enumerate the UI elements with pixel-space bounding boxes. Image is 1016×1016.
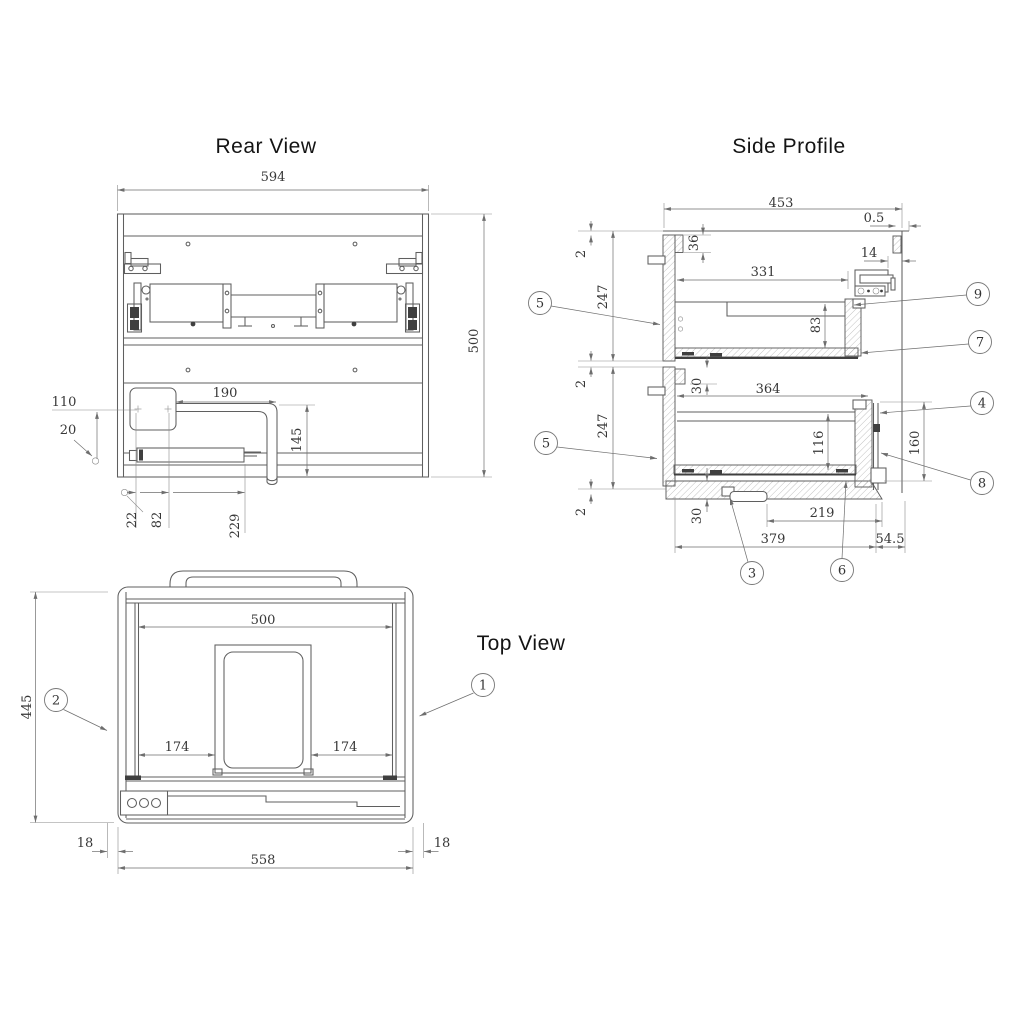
side-dimensions: 453 0.5 36 2 247 2 247: [574, 196, 932, 553]
dim-side-gap-top: 2: [574, 250, 589, 258]
dim-top-right-clear: 174: [333, 740, 358, 755]
side-lower-drawer: [673, 399, 887, 490]
dim-rear-run-229: 229: [228, 514, 243, 539]
top-carcass: [117, 570, 414, 824]
callout-1: 1: [419, 673, 495, 717]
top-view-title: Top View: [477, 632, 566, 655]
side-callouts: 5 5 9 7 4: [528, 282, 994, 585]
side-profile-title: Side Profile: [732, 135, 845, 158]
rear-view: Rear View: [52, 135, 492, 538]
dim-side-upper-drawer-height: 83: [809, 317, 824, 334]
rear-drawer-slides: [126, 282, 421, 333]
callout-8: 8: [880, 452, 994, 495]
dim-side-back-gap: 0.5: [864, 211, 885, 226]
dim-rear-run-82: 82: [150, 512, 165, 529]
dim-rear-pipe-drop: 145: [290, 428, 305, 453]
side-soft-close-catch: [854, 269, 896, 297]
callout-5-lower-label: 5: [542, 437, 550, 452]
dim-side-catch-offset: 14: [861, 246, 878, 261]
side-profile-view: Side Profile: [528, 135, 994, 585]
callout-3: 3: [729, 497, 764, 585]
top-drain-housing: [212, 644, 314, 776]
callout-6: 6: [830, 480, 854, 582]
dim-side-depth: 453: [769, 196, 794, 211]
dim-side-upper-drawer-depth: 331: [751, 265, 776, 280]
dim-top-depth: 445: [20, 695, 35, 720]
dim-rear-box-drop: 110: [52, 395, 77, 410]
callout-3-label: 3: [748, 567, 756, 582]
callout-4: 4: [879, 391, 994, 415]
top-view: Top View: [20, 570, 566, 874]
dim-side-front-clearance: 160: [908, 431, 923, 456]
dim-side-gap-bottom: 2: [574, 508, 589, 516]
side-upper-drawer: [674, 298, 866, 359]
dim-side-mid-rail: 30: [690, 378, 705, 395]
dim-side-lower-section: 247: [596, 414, 611, 439]
dim-rear-edge-offset: 20: [60, 423, 77, 438]
callout-2: 2: [44, 688, 108, 731]
callout-5-lower: 5: [534, 431, 658, 460]
dim-side-lower-drawer-depth: 364: [756, 382, 781, 397]
callout-7: 7: [860, 330, 992, 355]
dim-rear-pipe-offset: 190: [213, 386, 238, 401]
callout-7-label: 7: [976, 336, 984, 351]
rear-view-title: Rear View: [216, 135, 317, 158]
callout-5-upper: 5: [528, 291, 661, 326]
callout-1-label: 1: [479, 679, 487, 694]
dim-top-inner-width: 500: [251, 613, 276, 628]
dim-rear-run-22: 22: [125, 512, 140, 529]
callout-4-label: 4: [978, 397, 986, 412]
top-dimensions: 500 174 174 445 18 18 558: [20, 591, 451, 874]
dim-side-top-rail: 36: [687, 235, 702, 252]
callout-8-label: 8: [978, 477, 986, 492]
rear-hanging-brackets: [123, 251, 424, 275]
callout-2-label: 2: [52, 694, 60, 709]
callout-9-label: 9: [974, 288, 982, 303]
rear-led-driver: [128, 447, 261, 463]
callout-9: 9: [853, 282, 990, 307]
dim-rear-height: 500: [467, 329, 482, 354]
dim-side-bottom-rail: 30: [690, 508, 705, 525]
dim-top-right-margin: 18: [434, 836, 451, 851]
dim-side-gap-mid: 2: [574, 380, 589, 388]
rear-drain-pipe: [175, 402, 278, 485]
dim-top-left-margin: 18: [77, 836, 94, 851]
dim-side-front-overhang: 54.5: [876, 532, 905, 547]
dim-rear-width: 594: [261, 170, 286, 185]
dim-side-lower-drawer-height: 116: [812, 431, 827, 456]
dim-top-carcass-width: 558: [251, 853, 276, 868]
top-callouts: 2 1: [44, 673, 495, 731]
callout-5-upper-label: 5: [536, 297, 544, 312]
dim-side-upper-section: 247: [596, 285, 611, 310]
dim-side-base-depth: 379: [761, 532, 786, 547]
dim-top-left-clear: 174: [165, 740, 190, 755]
rear-dimensions: 594 500 110 20 190 145 22: [52, 170, 492, 538]
top-front-compartment: [119, 790, 405, 820]
callout-6-label: 6: [838, 564, 846, 579]
dim-side-trap-offset: 219: [810, 506, 835, 521]
